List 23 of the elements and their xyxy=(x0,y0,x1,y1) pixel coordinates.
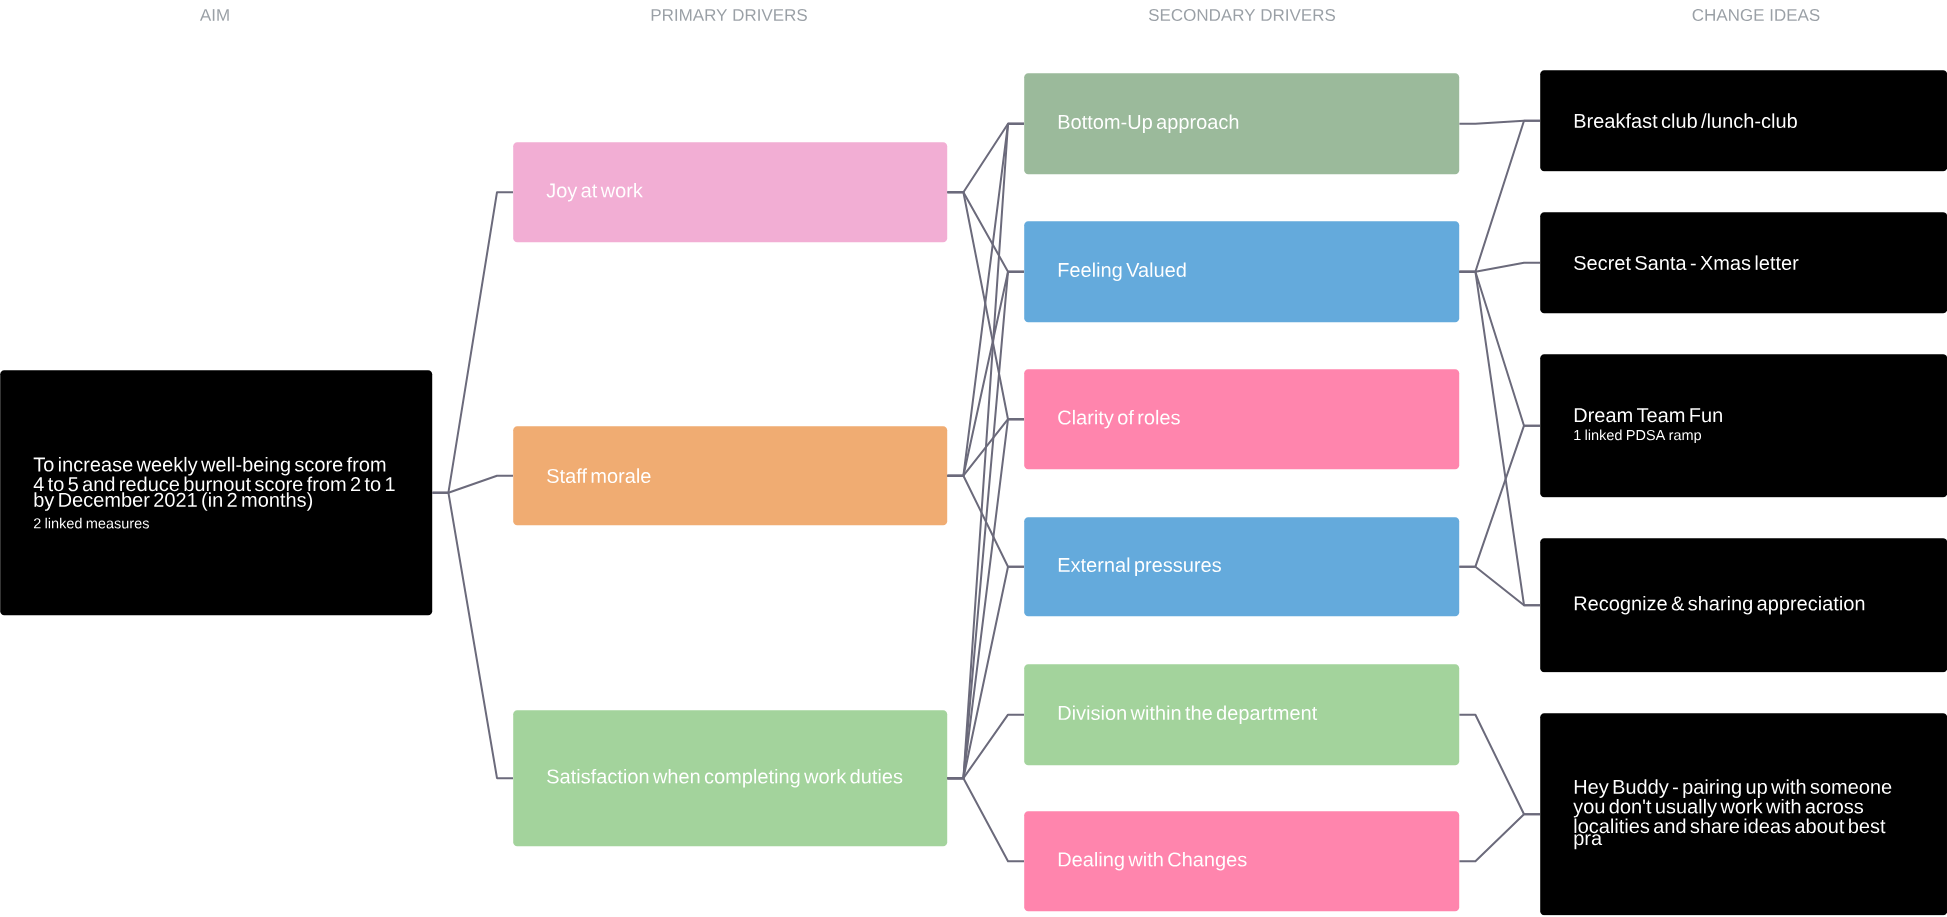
primary-driver-box: Joy at work xyxy=(513,142,948,243)
change-idea-box: Dream Team Fun 1 linked PDSA ramp xyxy=(1540,354,1947,498)
secondary-driver-box: Bottom-Up approach xyxy=(1024,73,1460,175)
column-heading: SECONDARY DRIVERS xyxy=(1148,9,1336,21)
secondary-driver-box: External pressures xyxy=(1024,517,1460,617)
aim-box: To increase weekly well-being score from 4 to 5 and reduce burnout score from 2 to 1 by December 2021 (in 2 months) 2 linked measures xyxy=(0,370,433,616)
change-idea-box: Hey Buddy - pairing up with someone you don't usually work with across localities and share ideas about best pra xyxy=(1540,713,1947,916)
change-idea-box: Breakfast club /lunch-club xyxy=(1540,70,1947,172)
connector-line xyxy=(946,777,1025,863)
change-idea-box: Recognize & sharing appreciation xyxy=(1540,538,1947,673)
secondary-driver-box: Dealing with Changes xyxy=(1024,811,1460,912)
connector-line xyxy=(1458,565,1541,607)
primary-driver-box: Staff morale xyxy=(513,426,948,526)
column-heading: AIM xyxy=(199,9,229,21)
column-heading: CHANGE IDEAS xyxy=(1692,9,1820,21)
connector-line xyxy=(1458,813,1541,863)
column-heading: PRIMARY DRIVERS xyxy=(651,9,807,21)
secondary-driver-box: Feeling Valued xyxy=(1024,221,1460,323)
primary-driver-box: Satisfaction when completing work duties xyxy=(513,710,948,847)
secondary-driver-box: Division within the department xyxy=(1024,664,1460,766)
secondary-driver-box: Clarity of roles xyxy=(1024,369,1460,470)
change-idea-box: Secret Santa - Xmas letter xyxy=(1540,212,1947,314)
connector-line xyxy=(431,491,514,780)
